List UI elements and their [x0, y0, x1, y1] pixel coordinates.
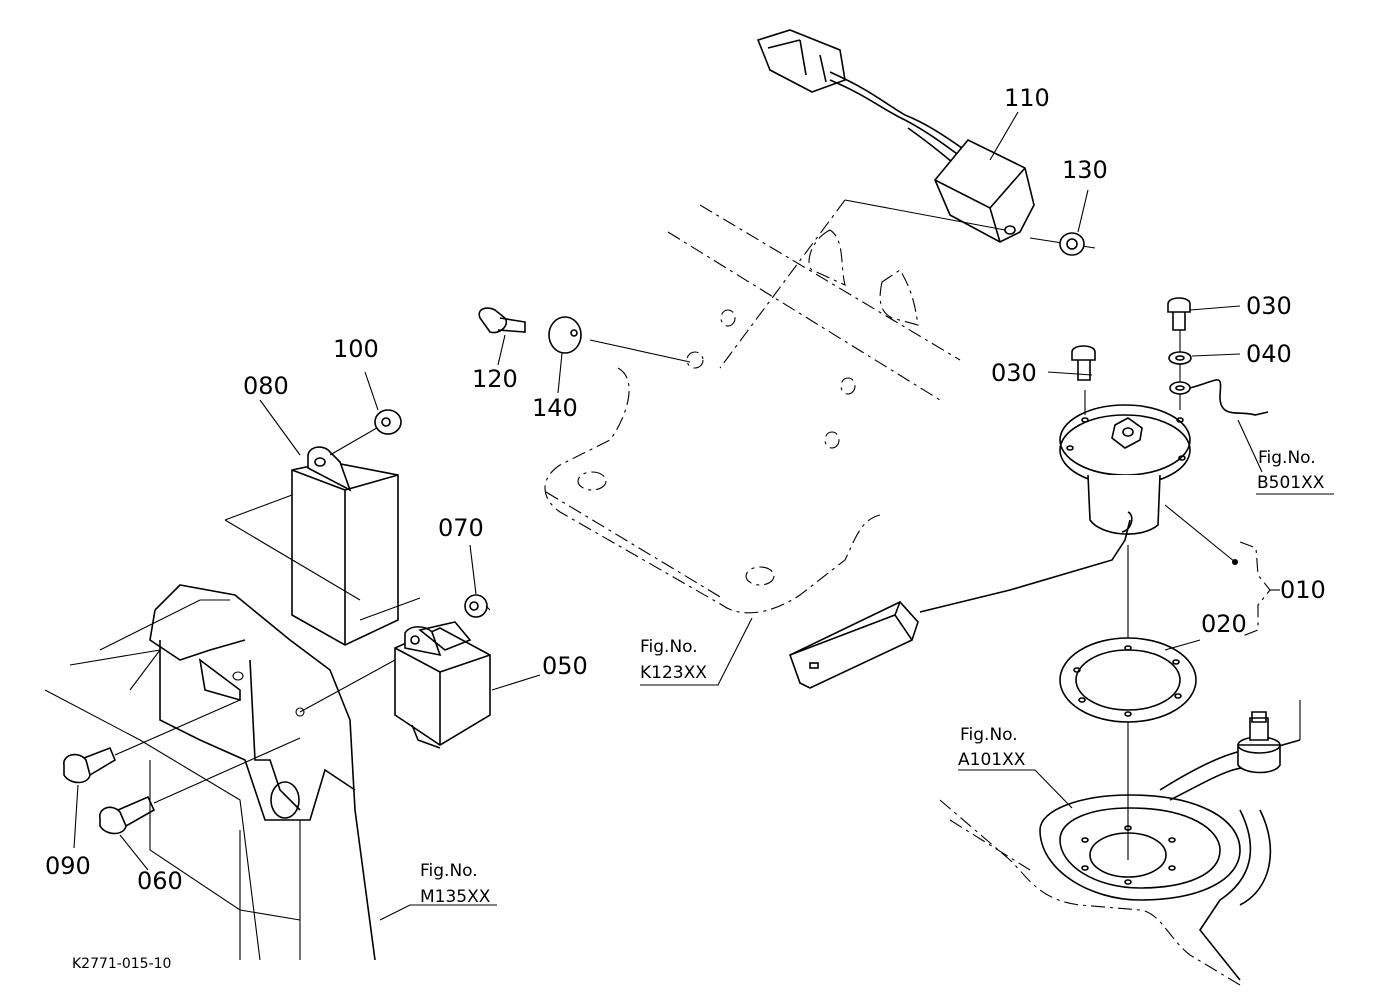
part-080-relay [224, 399, 399, 646]
label-020: 020 [1201, 610, 1247, 638]
fuel-tank [939, 700, 1301, 986]
part-090-bolt [63, 699, 241, 849]
label-140: 140 [532, 394, 578, 422]
leader-k123 [640, 617, 753, 686]
label-040: 040 [1246, 340, 1292, 368]
part-110-harness [756, 29, 1096, 249]
part-030-screw-left [1047, 345, 1096, 381]
part-140-washer [548, 316, 691, 394]
part-120-bolt [478, 307, 526, 366]
ref-b501-code: B501XX [1257, 473, 1325, 493]
part-070-nut [464, 544, 491, 618]
label-090: 090 [45, 852, 91, 880]
part-labels: 110 130 030 040 030 010 020 120 140 100 … [45, 84, 1326, 895]
ref-k123-code: K123XX [640, 663, 707, 683]
label-060: 060 [137, 867, 183, 895]
label-030-left: 030 [991, 359, 1037, 387]
label-010: 010 [1280, 576, 1326, 604]
label-110: 110 [1004, 84, 1050, 112]
ref-a101-code: A101XX [958, 750, 1026, 770]
label-030-right: 030 [1246, 292, 1292, 320]
part-020-gasket [1059, 637, 1201, 723]
label-130: 130 [1062, 156, 1108, 184]
label-120: 120 [472, 365, 518, 393]
ref-m135-code: M135XX [420, 887, 491, 907]
ref-a101-title: Fig.No. [960, 725, 1018, 745]
label-070: 070 [438, 514, 484, 542]
part-100-nut [364, 371, 402, 435]
part-060-bolt [99, 737, 301, 871]
part-050-relay [299, 597, 541, 749]
bracket-plate [544, 199, 1006, 614]
label-080: 080 [243, 372, 289, 400]
ref-b501-title: Fig.No. [1258, 448, 1316, 468]
figure-reference-labels: Fig.No. B501XX Fig.No. K123XX Fig.No. A1… [420, 448, 1334, 907]
part-010-sender-unit [789, 330, 1280, 860]
ref-m135-title: Fig.No. [420, 861, 478, 881]
part-040-washer [1168, 351, 1269, 473]
diagram-code: K2771-015-10 [72, 956, 171, 972]
label-100: 100 [333, 335, 379, 363]
part-030-screw-right [1167, 297, 1241, 331]
ref-k123-title: Fig.No. [640, 637, 698, 657]
part-130-nut [1059, 189, 1089, 256]
label-050: 050 [542, 652, 588, 680]
